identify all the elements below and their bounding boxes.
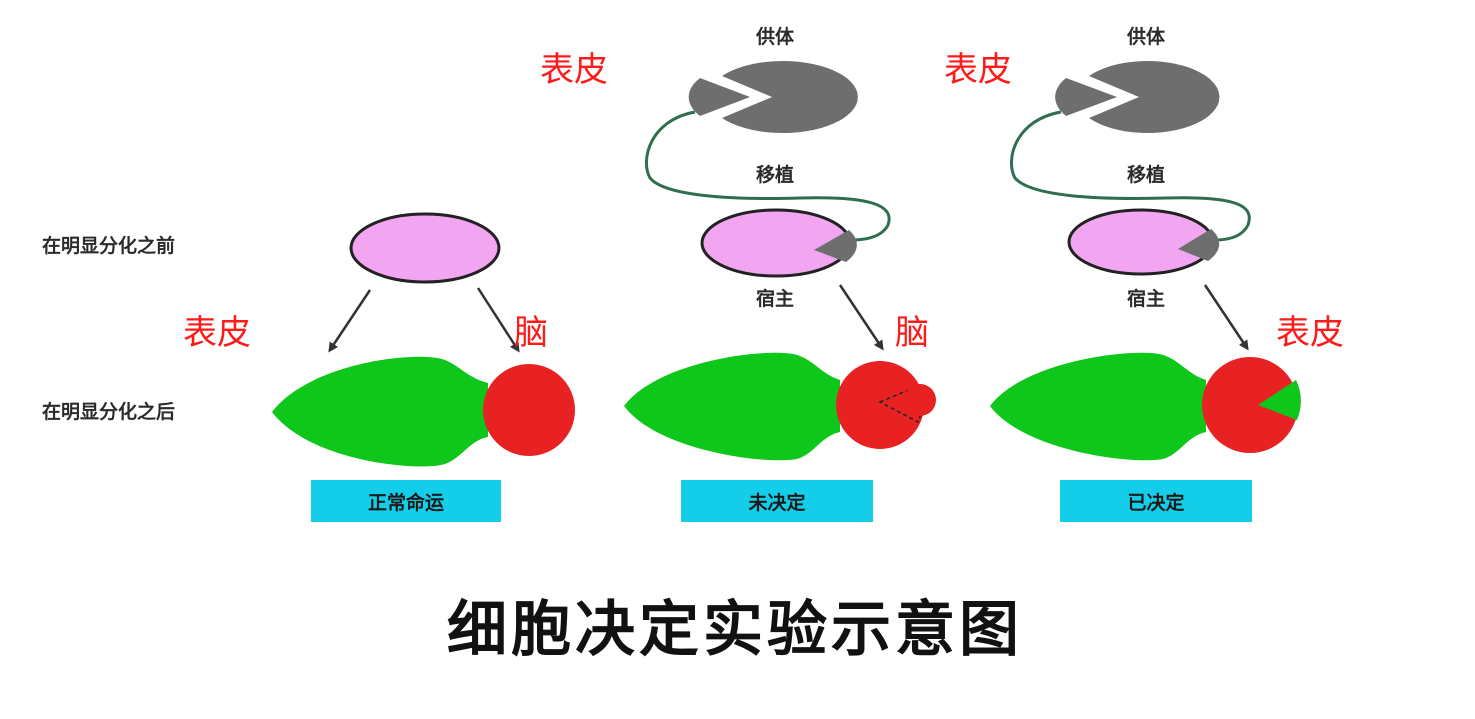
transplant-label: 移植 (756, 163, 794, 186)
embryo-before (349, 212, 501, 284)
donor-embryo (1089, 61, 1220, 133)
grafted-piece (814, 230, 857, 262)
arrow-to-epidermis (328, 289, 372, 353)
panel-normal-fate: 表皮 脑 正常命运 (183, 212, 575, 522)
host-label: 宿主 (1127, 287, 1165, 310)
transplant-path (1010, 110, 1251, 242)
arrow-to-result (1203, 284, 1249, 351)
transplant-label: 移植 (1127, 163, 1165, 186)
outcome-box (681, 480, 873, 522)
outcome-box (1060, 480, 1252, 522)
red-tissue-label: 表皮 (540, 50, 608, 90)
donor-piece (688, 78, 750, 116)
red-tissue-label: 表皮 (944, 50, 1012, 90)
epidermis-label: 表皮 (183, 313, 251, 353)
embryo-head-red (1202, 357, 1298, 453)
outcome-box (311, 480, 501, 522)
embryo-body-green (990, 352, 1206, 461)
donor-piece (1055, 78, 1117, 116)
outcome-label: 正常命运 (368, 491, 444, 514)
panel-undetermined: 表皮 供体 移植 宿主 脑 未决定 (540, 25, 936, 522)
result-label: 脑 (895, 313, 929, 353)
row-label-before: 在明显分化之前 (42, 234, 175, 257)
embryo-head-red (483, 364, 575, 456)
diagram-title: 细胞决定实验示意图 (447, 595, 1023, 665)
arrow-to-result (838, 284, 884, 351)
host-label: 宿主 (756, 287, 794, 310)
embryo-body-green (624, 352, 840, 461)
result-label: 表皮 (1276, 313, 1344, 353)
grafted-tissue-bulge (904, 384, 936, 416)
embryo-body-green (272, 356, 488, 467)
grafted-piece (1178, 229, 1220, 261)
outcome-label: 已决定 (1127, 491, 1184, 514)
transplant-path (645, 110, 891, 242)
panel-determined: 表皮 供体 移植 宿主 表皮 已决定 (944, 25, 1344, 522)
arrow-to-brain (476, 287, 520, 353)
row-label-after: 在明显分化之后 (42, 400, 175, 423)
grafted-green-tissue (1258, 380, 1301, 420)
donor-label: 供体 (1126, 25, 1166, 48)
donor-label: 供体 (755, 25, 795, 48)
donor-embryo (722, 61, 858, 133)
brain-label: 脑 (514, 313, 548, 353)
embryo-head-red (836, 361, 924, 449)
outcome-label: 未决定 (747, 491, 805, 514)
